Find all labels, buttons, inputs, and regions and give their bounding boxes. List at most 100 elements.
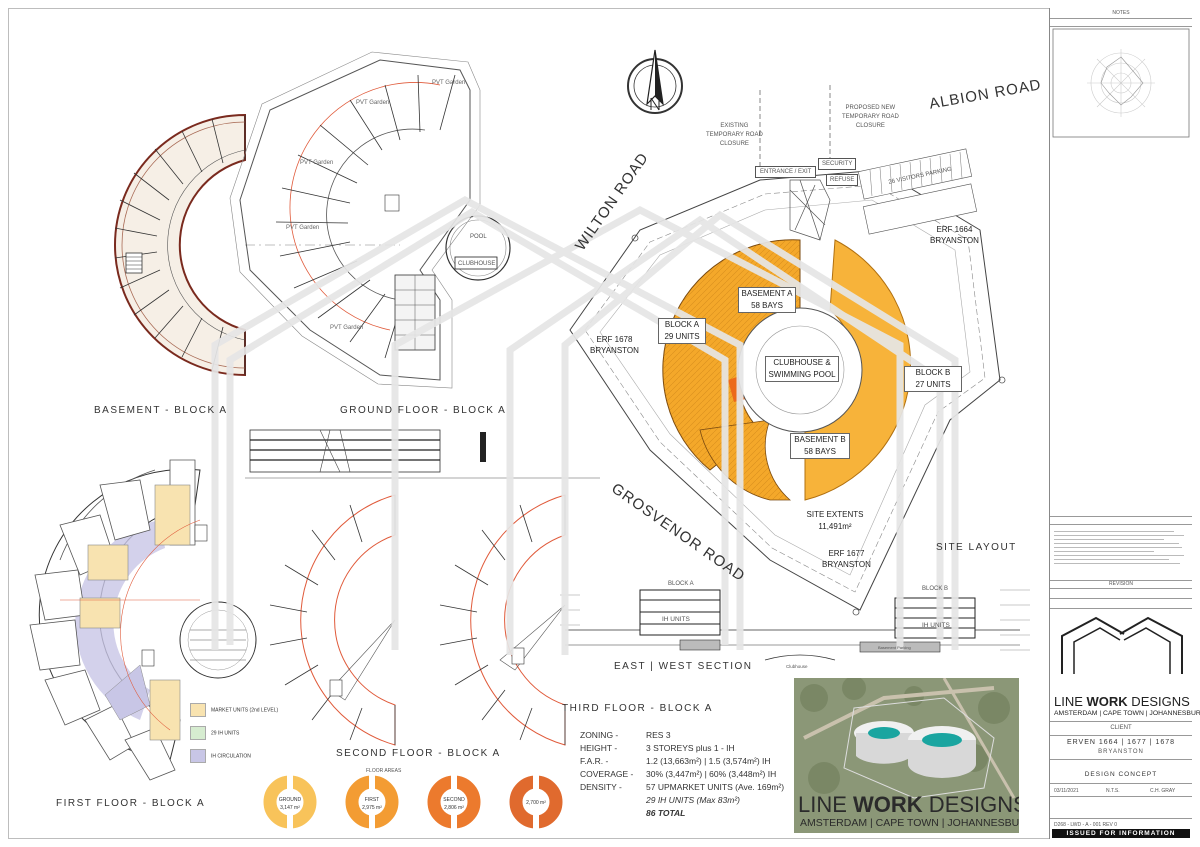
floor-area-value: 2,975 m²	[362, 805, 382, 811]
zoning-row: 29 IH UNITS (Max 83m²)	[580, 795, 740, 805]
brand-cities: AMSTERDAM | CAPE TOWN | JOHANNESBURG	[1054, 710, 1200, 717]
project-location: BRYANSTON	[1098, 749, 1144, 755]
zoning-row: ZONING - RES 3	[580, 730, 671, 740]
elevation-strip	[245, 429, 600, 479]
floor-area-value: 2,806 m²	[444, 805, 464, 811]
zoning-row: 86 TOTAL	[580, 808, 685, 818]
render-brand-cities: AMSTERDAM | CAPE TOWN | JOHANNESBURG	[800, 817, 1019, 829]
section-ih-units-b-label: IH UNITS	[922, 622, 950, 629]
drawing-title: DESIGN CONCEPT	[1084, 771, 1158, 778]
brand-logo	[1061, 616, 1183, 674]
zoning-key: DENSITY -	[580, 782, 622, 792]
garden-label: PVT Garden	[356, 100, 390, 106]
project-name: ERVEN 1664 | 1677 | 1678	[1066, 739, 1176, 746]
floor-area-name: SECOND	[443, 797, 465, 803]
first-floor-plan	[29, 459, 257, 781]
refuse-label: REFUSE	[826, 174, 859, 186]
legend-swatch	[190, 726, 206, 740]
brand-name: LINE WORK DESIGNS	[1054, 694, 1190, 709]
floor-areas-chart: GROUND 3,147 m² FIRST 2,975 m² SECOND 2,806 m…	[263, 774, 563, 832]
zoning-value: 29 IH UNITS (Max 83m²)	[646, 795, 740, 805]
floor-area-ring: GROUND 3,147 m²	[263, 774, 317, 832]
entrance-exit-label: ENTRANCE / EXIT	[755, 166, 817, 178]
zoning-value: 86 TOTAL	[646, 808, 686, 818]
section-ih-units-label: IH UNITS	[662, 616, 690, 623]
drawn-by-value: C.H. GRAY	[1150, 788, 1176, 794]
first-floor-plan-title: FIRST FLOOR - BLOCK A	[56, 798, 206, 809]
basement-plan	[114, 113, 400, 377]
connector-arrows	[211, 196, 959, 655]
legend-swatch	[190, 749, 206, 763]
garden-label: PVT Garden	[286, 225, 320, 231]
floor-area-name: FIRST	[365, 797, 379, 803]
legend-item: IH CIRCULATION	[190, 749, 251, 763]
floor-area-value: 2,700 m²	[526, 800, 546, 806]
render-graphic	[794, 678, 1019, 833]
zoning-key: COVERAGE -	[580, 769, 634, 779]
client-label: CLIENT	[1110, 725, 1132, 731]
scale-value: N.T.S.	[1106, 788, 1120, 794]
basement-plan-title: BASEMENT - BLOCK A	[94, 405, 228, 416]
floor-areas-heading: FLOOR AREAS	[366, 768, 402, 774]
garden-label: PVT Garden	[300, 160, 334, 166]
legend-item: 29 IH UNITS	[190, 726, 239, 740]
third-floor-plan	[439, 494, 566, 746]
section-clubhouse-label: Clubhouse	[786, 664, 808, 669]
floor-area-ring: SECOND 2,806 m²	[427, 774, 481, 832]
zoning-row: DENSITY - 57 UPMARKET UNITS (Ave. 169m²)	[580, 782, 784, 792]
zoning-key: ZONING -	[580, 730, 619, 740]
clubhouse-plan-label: CLUBHOUSE	[458, 261, 496, 267]
revision-heading: REVISION	[1109, 581, 1133, 587]
floor-area-value: 3,147 m²	[280, 805, 300, 811]
section-title: EAST | WEST SECTION	[614, 661, 753, 672]
legend-item: MARKET UNITS (2nd LEVEL)	[190, 703, 278, 717]
pool-label: POOL	[470, 234, 487, 240]
second-floor-plan	[269, 494, 396, 746]
clubhouse-pool-label: CLUBHOUSE &SWIMMING POOL	[765, 356, 839, 382]
section-block-a-label: BLOCK A	[668, 581, 694, 587]
section-block-b-label: BLOCK B	[922, 586, 949, 592]
zoning-row: COVERAGE - 30% (3,447m²) | 60% (3,448m²) …	[580, 769, 776, 779]
second-floor-plan-title: SECOND FLOOR - BLOCK A	[336, 748, 501, 759]
zoning-key: HEIGHT -	[580, 743, 618, 753]
wind-rose-icon	[1052, 28, 1190, 138]
render-brand-name: LINE WORK DESIGNS	[798, 792, 1019, 817]
zoning-value: RES 3	[646, 730, 671, 740]
zoning-value: 30% (3,447m²) | 60% (3,448m²) IH	[646, 769, 777, 779]
third-floor-plan-title: THIRD FLOOR - BLOCK A	[562, 703, 713, 714]
title-block: NOTES REVISION	[1049, 8, 1200, 839]
floor-area-name: GROUND	[279, 797, 302, 803]
notes-heading: NOTES	[1112, 10, 1130, 16]
north-arrow-icon	[627, 49, 683, 114]
drawing-number: D268 - LWD - A - 001 REV 0	[1054, 822, 1117, 828]
render-image: LINE WORK DESIGNS AMSTERDAM | CAPE TOWN …	[794, 678, 1019, 833]
site-layout-title: SITE LAYOUT	[936, 542, 1017, 553]
zoning-value: 57 UPMARKET UNITS (Ave. 169m²)	[646, 782, 785, 792]
zoning-value: 3 STOREYS plus 1 - IH	[646, 743, 735, 753]
status-badge: ISSUED FOR INFORMATION	[1052, 829, 1190, 838]
zoning-value: 1.2 (13,663m²) | 1.5 (3,574m²) IH	[646, 756, 771, 766]
section-drawing	[560, 589, 1030, 661]
garden-label: PVT Garden	[432, 80, 466, 86]
zoning-row: F.A.R. - 1.2 (13,663m²) | 1.5 (3,574m²) I…	[580, 756, 771, 766]
section-basement-parking-label: Basement Parking	[878, 645, 911, 650]
general-notes-text	[1054, 528, 1188, 567]
security-label: SECURITY	[818, 158, 857, 170]
garden-label: PVT Garden	[330, 325, 364, 331]
ground-floor-plan-title: GROUND FLOOR - BLOCK A	[340, 405, 507, 416]
floor-area-ring: FIRST 2,975 m²	[345, 774, 399, 832]
zoning-row: HEIGHT - 3 STOREYS plus 1 - IH	[580, 743, 735, 753]
zoning-key: F.A.R. -	[580, 756, 609, 766]
date-value: 03/11/2021	[1054, 788, 1079, 794]
legend-swatch	[190, 703, 206, 717]
